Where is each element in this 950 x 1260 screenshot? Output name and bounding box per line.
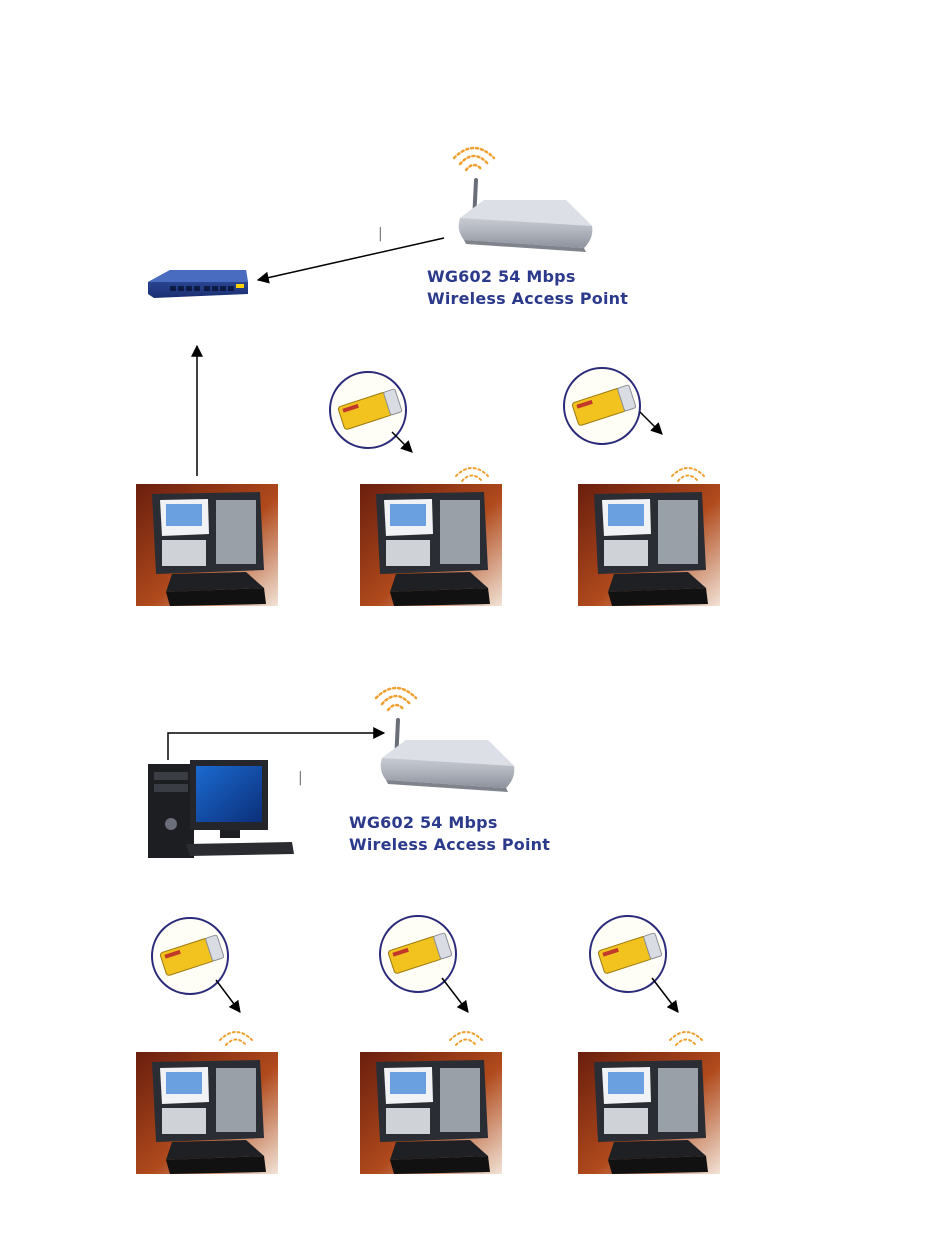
wifi-waves-icon — [670, 1032, 702, 1045]
wifi-waves-icon — [454, 148, 494, 170]
pos-terminal-icon — [578, 484, 720, 606]
wifi-waves-icon — [450, 1032, 482, 1045]
desktop-computer-icon — [148, 760, 294, 858]
wireless-router-icon — [454, 148, 592, 252]
pcmcia-card-icon — [564, 368, 640, 444]
caption-decor: | — [378, 226, 383, 242]
connection-arrow — [168, 733, 384, 760]
wifi-waves-icon — [456, 468, 488, 481]
connection-arrow — [258, 238, 444, 280]
access-point-model-label: WG602 54 Mbps — [427, 266, 628, 288]
access-point-caption-top: WG602 54 Mbps Wireless Access Point — [427, 266, 628, 310]
pcmcia-card-icon — [152, 918, 228, 994]
connection-arrow — [640, 412, 662, 434]
connection-arrow — [392, 432, 412, 452]
access-point-type-label: Wireless Access Point — [349, 834, 550, 856]
wifi-waves-icon — [220, 1032, 252, 1045]
pos-terminal-icon — [360, 1052, 502, 1174]
connection-arrow — [652, 978, 678, 1012]
pos-terminal-icon — [360, 484, 502, 606]
caption-decor: | — [298, 770, 303, 786]
pos-terminal-icon — [136, 484, 278, 606]
pos-terminal-icon — [578, 1052, 720, 1174]
access-point-caption-bottom: WG602 54 Mbps Wireless Access Point — [349, 812, 550, 856]
pcmcia-card-icon — [330, 372, 406, 448]
network-switch-icon — [148, 270, 248, 298]
access-point-model-label: WG602 54 Mbps — [349, 812, 550, 834]
connection-arrow — [216, 980, 240, 1012]
pos-terminal-icon — [136, 1052, 278, 1174]
access-point-type-label: Wireless Access Point — [427, 288, 628, 310]
wifi-waves-icon — [376, 688, 416, 710]
wireless-router-icon — [376, 688, 514, 792]
wifi-waves-icon — [672, 468, 704, 481]
connection-arrow — [442, 978, 468, 1012]
